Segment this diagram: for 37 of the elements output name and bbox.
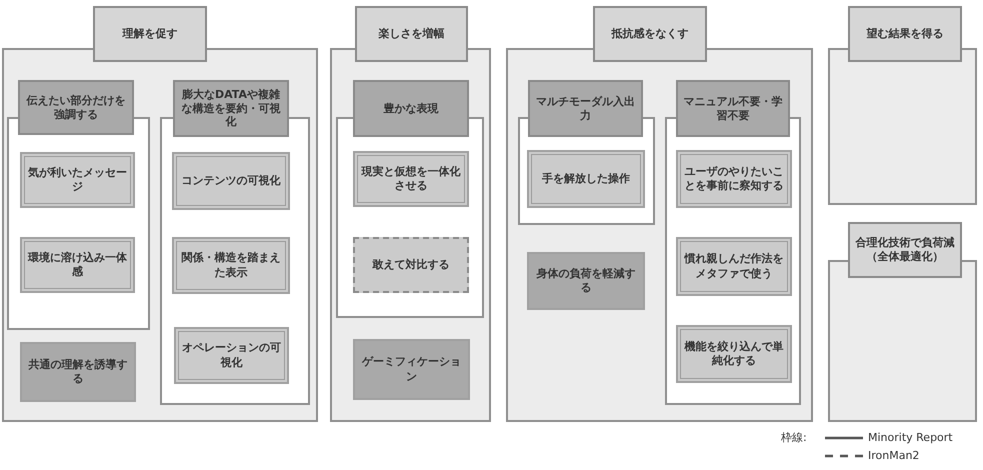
item-box: ユーザのやりたいことを事前に察知する (676, 150, 792, 208)
item-box: 手を解放した操作 (527, 150, 645, 208)
item-box: 共通の理解を誘導する (20, 342, 136, 402)
subgroup-heading: 豊かな表現 (353, 80, 469, 137)
group-panel (330, 6, 491, 422)
subgroup-heading: マルチモーダル入出力 (528, 80, 643, 137)
legend-title: 枠線: (781, 430, 807, 445)
group-panel (2, 6, 318, 422)
item-box: 関係・構造を踏まえた表示 (172, 237, 290, 294)
subgroup-heading: 膨大なDATAや複雑な構造を要約・可視化 (173, 80, 289, 137)
item-box: ゲーミフィケーション (353, 339, 470, 400)
legend-label: IronMan2 (868, 449, 920, 462)
item-box: 現実と仮想を一体化させる (353, 151, 469, 207)
group-panel (506, 6, 813, 422)
panel-heading: 楽しさを増幅 (355, 6, 468, 62)
panel-heading: 合理化技術で負荷減（全体最適化） (848, 222, 962, 278)
panel-heading: 抵抗感をなくす (593, 6, 707, 62)
group-panel (828, 222, 977, 422)
subgroup-panel (7, 80, 150, 330)
group-panel (828, 6, 977, 205)
subgroup-heading: マニュアル不要・学習不要 (676, 80, 790, 137)
item-box: コンテンツの可視化 (172, 152, 290, 210)
item-box: 気が利いたメッセージ (20, 152, 135, 208)
subgroup-panel (336, 80, 484, 318)
item-box: 機能を絞り込んで単純化する (676, 325, 792, 383)
subgroup-panel (665, 80, 801, 405)
panel-heading: 理解を促す (93, 6, 207, 62)
item-box: 環境に溶け込み一体感 (20, 237, 135, 293)
item-box: 敢えて対比する (353, 237, 469, 293)
subgroup-panel (518, 80, 655, 225)
subgroup-heading: 伝えたい部分だけを強調する (18, 80, 134, 135)
legend-label: Minority Report (868, 431, 953, 444)
panel-heading: 望む結果を得る (848, 6, 962, 62)
item-box: 慣れ親しんだ作法をメタファで使う (676, 237, 792, 296)
item-box: 身体の負荷を軽減する (527, 252, 645, 310)
item-box: オペレーションの可視化 (174, 327, 289, 384)
subgroup-panel (160, 80, 310, 405)
